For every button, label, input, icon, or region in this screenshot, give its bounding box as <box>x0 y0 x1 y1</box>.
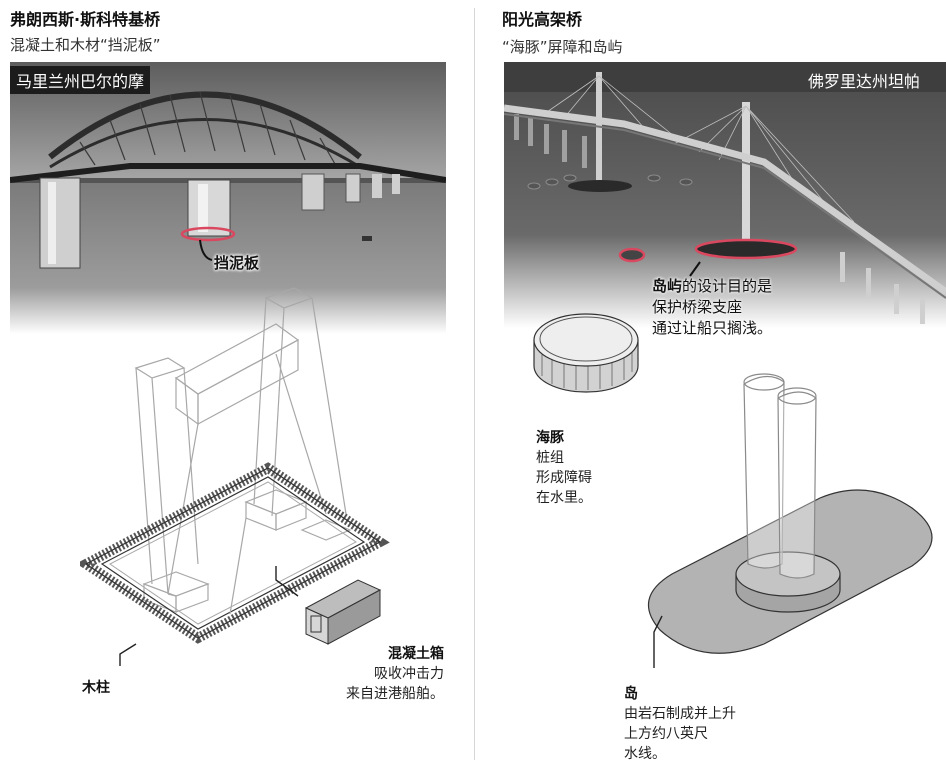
skyway-title: 阳光高架桥 <box>502 10 583 29</box>
concrete-box-line-2: 来自进港船舶。 <box>346 686 444 702</box>
concrete-box-annotation: 混凝土箱 吸收冲击力 来自进港船舶。 <box>318 644 444 704</box>
skyway-subtitle: “海豚”屏障和岛屿 <box>502 38 623 56</box>
wood-piles-label: 木柱 <box>82 680 110 696</box>
key-bridge-location: 马里兰州巴尔的摩 <box>10 66 151 94</box>
concrete-box-graphic <box>304 579 382 645</box>
dolphin-line-3: 在水里。 <box>536 490 592 506</box>
wood-piles-annotation: 木柱 <box>82 678 110 698</box>
key-bridge-panel: 弗朗西斯·斯科特基桥 混凝土和木材“挡泥板” <box>0 0 468 774</box>
island-annotation: 岛 由岩石制成并上升 上方约八英尺 水线。 <box>624 684 736 764</box>
island-line-1: 由岩石制成并上升 <box>624 706 736 722</box>
dolphin-line-1: 桩组 <box>536 450 564 466</box>
island-label: 岛 <box>624 686 638 702</box>
dolphin-label: 海豚 <box>536 430 564 446</box>
column-divider <box>474 8 475 760</box>
islands-callout-line-1: 保护桥梁支座 <box>652 298 743 316</box>
skyway-location: 佛罗里达州坦帕 <box>808 72 921 91</box>
dolphin-annotation: 海豚 桩组 形成障碍 在水里。 <box>536 428 592 508</box>
skyway-photo <box>504 62 946 328</box>
islands-callout-bold: 岛屿 <box>652 277 683 295</box>
concrete-box-line-1: 吸收冲击力 <box>374 666 444 682</box>
sunshine-skyway-panel: 阳光高架桥 “海豚”屏障和岛屿 <box>482 0 946 774</box>
islands-callout-line-2: 通过让船只搁浅。 <box>652 319 773 337</box>
dolphin-line-2: 形成障碍 <box>536 470 592 486</box>
islands-callout-rest: 的设计目的是 <box>682 277 773 295</box>
islands-callout: 岛屿的设计目的是 保护桥梁支座 通过让船只搁浅。 <box>652 276 772 339</box>
dolphin-graphic <box>533 313 639 393</box>
key-bridge-photo <box>10 62 446 334</box>
island-diagram <box>647 373 933 668</box>
concrete-box-label: 混凝土箱 <box>388 646 444 662</box>
fender-callout: 挡泥板 <box>214 254 260 272</box>
key-bridge-subtitle: 混凝土和木材“挡泥板” <box>10 36 161 54</box>
island-line-3: 水线。 <box>624 746 666 762</box>
fender-diagram <box>80 287 390 644</box>
key-bridge-title: 弗朗西斯·斯科特基桥 <box>10 10 161 29</box>
island-line-2: 上方约八英尺 <box>624 726 708 742</box>
